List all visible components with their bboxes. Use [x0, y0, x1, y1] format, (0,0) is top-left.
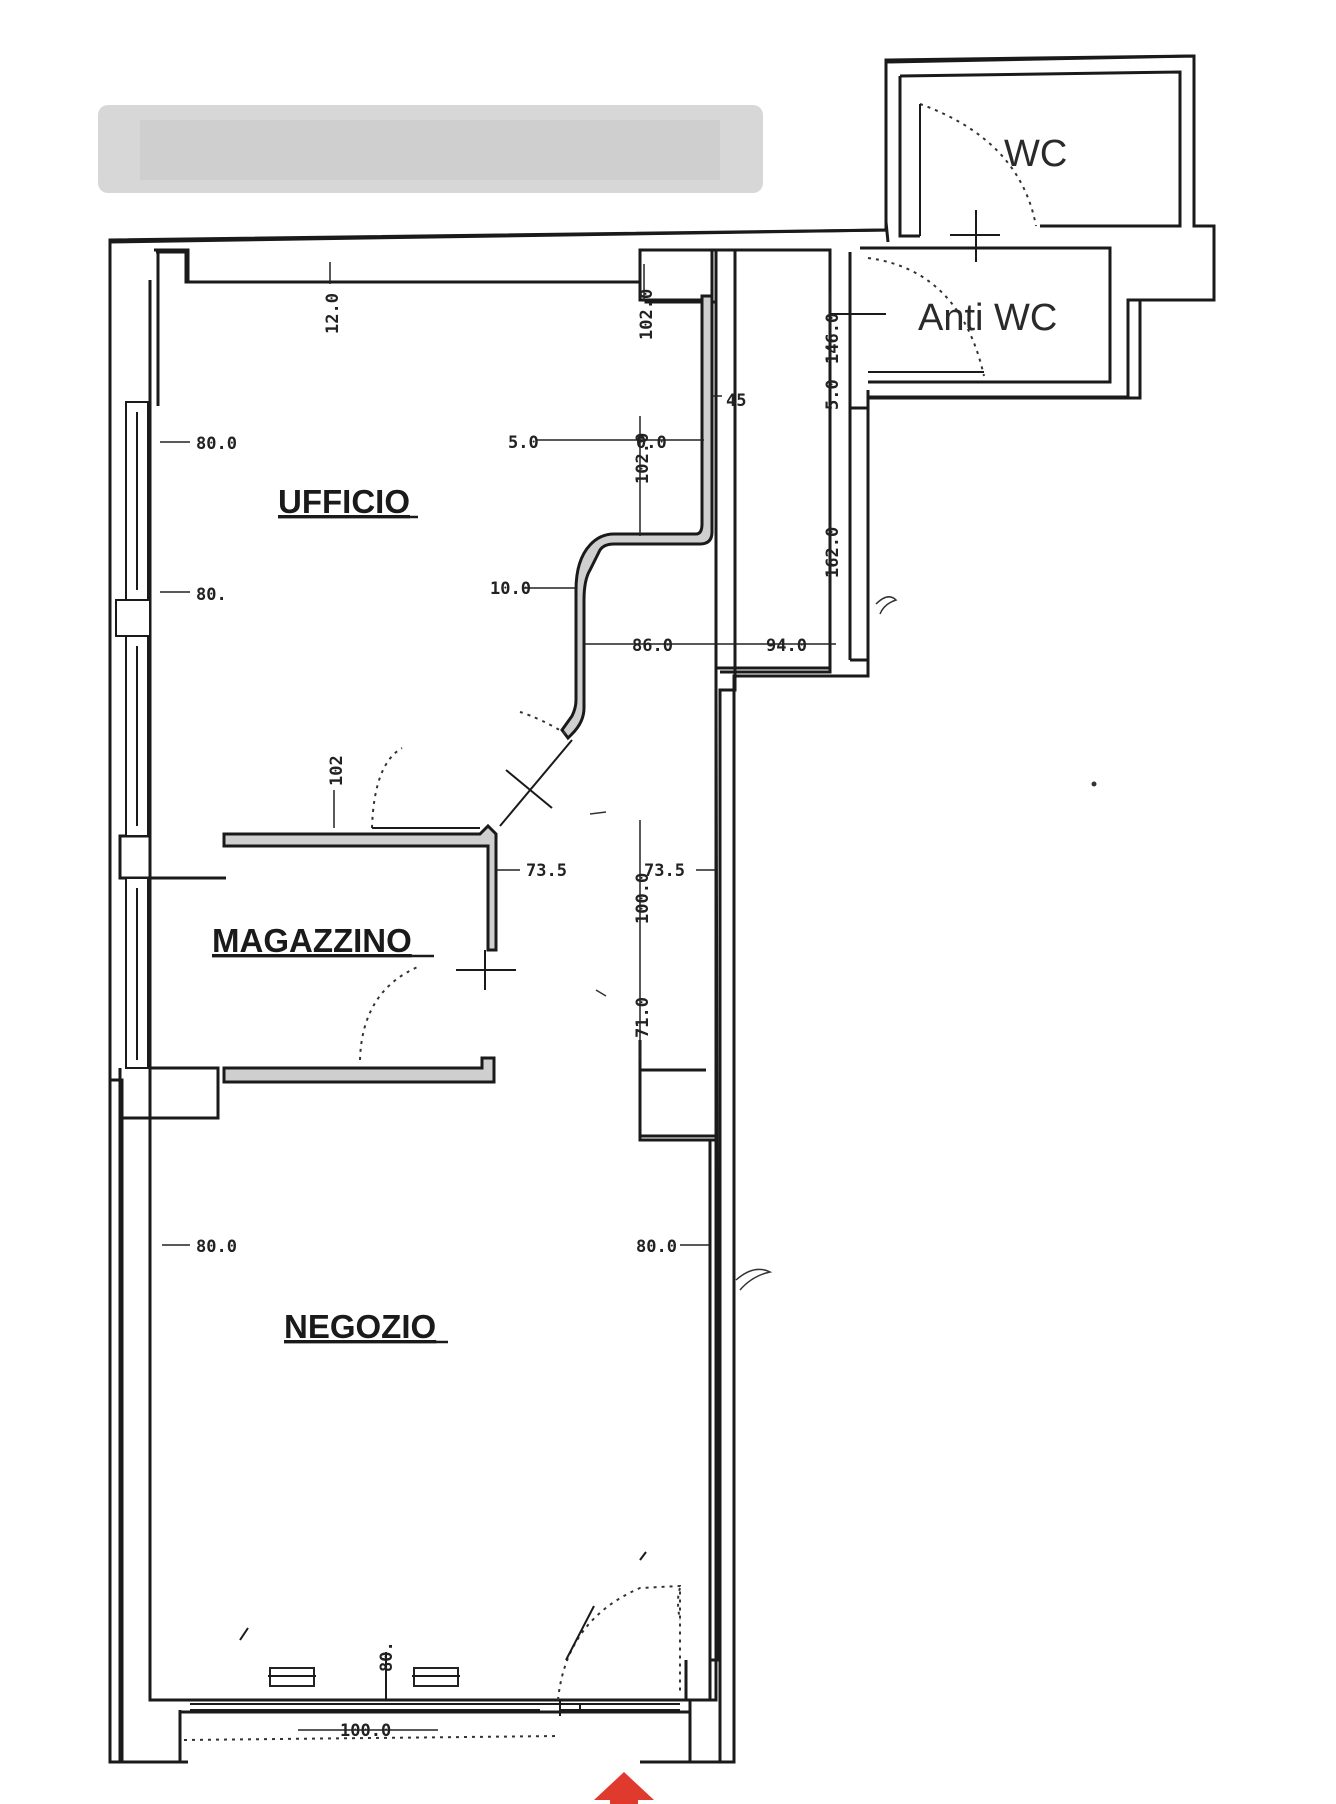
- dimension-lines: [160, 262, 836, 1731]
- dim-71: 71.0: [633, 997, 653, 1038]
- dim-10: 10.0: [490, 579, 531, 599]
- shopfront: [190, 1700, 680, 1716]
- dim-102-mid: 102.0: [633, 433, 653, 484]
- dim-1000: 100.0: [633, 873, 653, 924]
- dim-80-d: 80.0: [636, 1237, 677, 1257]
- dim-50: 5.0: [823, 379, 843, 410]
- dimension-labels: 12.0 102.0 45 80.0 80. 5.0 0.0 102.0 10.…: [196, 289, 843, 1741]
- dim-162: 162.0: [823, 527, 843, 578]
- dim-5: 5.0: [508, 433, 539, 453]
- dim-73-b: 73.5: [644, 861, 685, 881]
- dim-94: 94.0: [766, 636, 807, 656]
- dim-73-a: 73.5: [526, 861, 567, 881]
- dim-102-door: 102: [327, 755, 347, 786]
- dim-45: 45: [726, 391, 746, 411]
- dim-12: 12.0: [323, 293, 343, 334]
- room-label-magazzino: MAGAZZINO: [212, 922, 412, 959]
- left-windows: [115, 401, 151, 1069]
- dim-146: 146.0: [823, 313, 843, 364]
- room-label-wc: WC: [1004, 133, 1067, 175]
- dim-80-e: 80.: [377, 1641, 397, 1672]
- dim-100: 100.0: [340, 1721, 391, 1741]
- dim-80-c: 80.0: [196, 1237, 237, 1257]
- dim-80-b: 80.: [196, 585, 227, 605]
- plan-walls: [108, 54, 1216, 1764]
- misc-marks: [589, 596, 1097, 1291]
- dim-86: 86.0: [632, 636, 673, 656]
- dim-102-top: 102.0: [637, 289, 657, 340]
- entrance-arrow-icon: [594, 1772, 654, 1804]
- door-swings: [183, 103, 1037, 1741]
- dim-0: 0.0: [636, 433, 667, 453]
- fixtures: [239, 1551, 647, 1700]
- room-label-negozio: NEGOZIO: [284, 1308, 436, 1345]
- room-label-ufficio: UFFICIO: [278, 483, 410, 520]
- dim-80-a: 80.0: [196, 434, 237, 454]
- room-label-anti-wc: Anti WC: [918, 297, 1057, 339]
- internal-hatched-walls: [222, 294, 714, 1084]
- redacted-header: [98, 105, 763, 193]
